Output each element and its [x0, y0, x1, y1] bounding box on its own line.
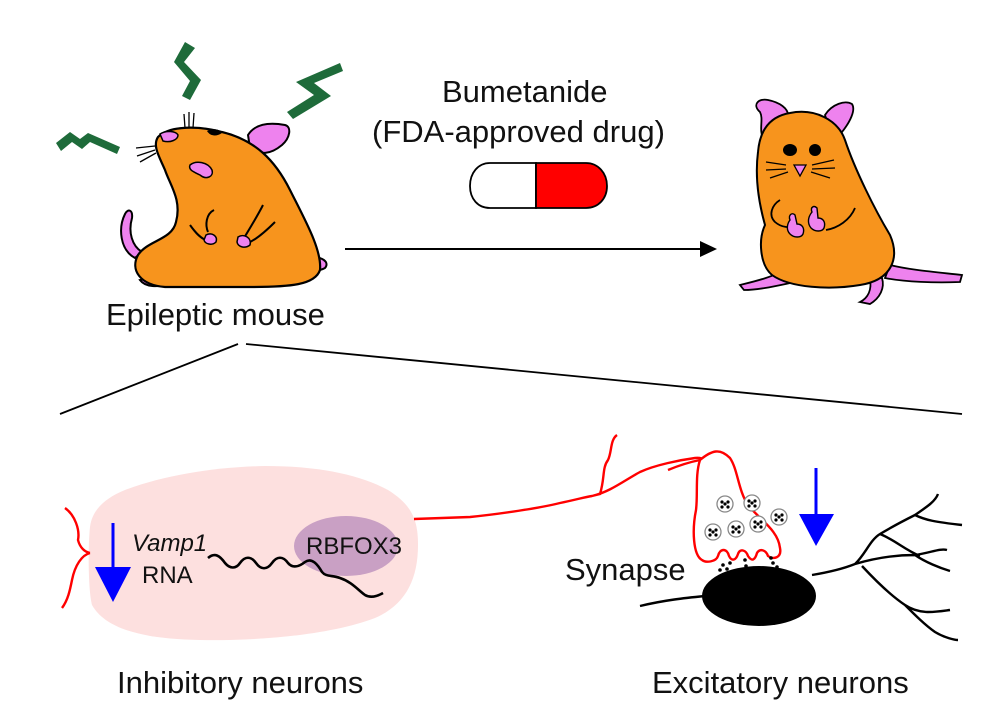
- vesicle: [770, 508, 788, 526]
- seizure-mark-icon: [174, 42, 201, 100]
- cell-body: [88, 466, 419, 641]
- excitatory-neurons-label: Excitatory neurons: [652, 665, 909, 700]
- dendrite-left: [61, 507, 91, 609]
- mouse-body: [755, 110, 895, 289]
- thumbs-up-icon: [807, 205, 826, 232]
- vesicle: [704, 523, 722, 541]
- drug-note-label: (FDA-approved drug): [372, 114, 665, 149]
- mouse-eye-right: [809, 144, 821, 156]
- vesicle: [743, 494, 761, 512]
- zoom-line-left: [59, 343, 239, 415]
- rbfox3-label: RBFOX3: [306, 533, 403, 560]
- down-arrow-icon: [799, 514, 834, 546]
- seizure-marks: [56, 42, 343, 154]
- synapse-label: Synapse: [565, 552, 686, 587]
- arrow-head-icon: [700, 241, 717, 257]
- thumbs-up-icon: [786, 213, 805, 238]
- excitatory-cell-body: [702, 566, 816, 626]
- vesicle: [749, 515, 767, 533]
- axon-branch: [667, 458, 701, 472]
- zoom-line-right: [245, 343, 963, 415]
- inhibitory-neurons-label: Inhibitory neurons: [117, 665, 364, 700]
- mouse-eye: [207, 129, 222, 136]
- vesicle: [716, 495, 734, 513]
- vamp1-rna-strand: [207, 553, 384, 599]
- excitatory-dendrites: [639, 493, 963, 642]
- mouse-whiskers: [765, 159, 836, 179]
- mouse-tail: [120, 209, 144, 260]
- mouse-eye-left: [783, 144, 797, 156]
- mouse-cheek: [188, 161, 214, 179]
- mouse-body: [134, 126, 322, 289]
- pill-capsule-icon: [469, 162, 608, 209]
- rna-label: RNA: [142, 562, 193, 589]
- epileptic-mouse-label: Epileptic mouse: [106, 297, 325, 332]
- down-arrow-icon: [95, 567, 131, 602]
- mouse-tail: [883, 263, 964, 284]
- mouse-nose: [792, 164, 808, 178]
- rbfox3-protein: [294, 516, 398, 576]
- vesicle: [727, 520, 745, 538]
- drug-name-label: Bumetanide: [442, 74, 608, 109]
- axon: [413, 434, 707, 521]
- pill-white-half: [469, 162, 537, 209]
- seizure-mark-icon: [56, 132, 120, 154]
- vamp1-gene-label: Vamp1: [132, 530, 208, 557]
- mouse-paw-left: [203, 233, 218, 245]
- seizure-mark-icon: [287, 63, 343, 119]
- presynaptic-terminal: [692, 450, 782, 563]
- mouse-whiskers: [135, 112, 195, 163]
- excitatory-neuron: [639, 450, 963, 642]
- pill-red-half: [535, 162, 608, 209]
- treated-mouse: [738, 98, 964, 305]
- synaptic-vesicles: [704, 494, 788, 541]
- mouse-nose: [159, 130, 179, 143]
- mouse-leg-right: [857, 277, 884, 305]
- inhibitory-neuron: [61, 434, 707, 641]
- mouse-paw-right: [236, 234, 252, 248]
- epileptic-mouse: [120, 112, 328, 289]
